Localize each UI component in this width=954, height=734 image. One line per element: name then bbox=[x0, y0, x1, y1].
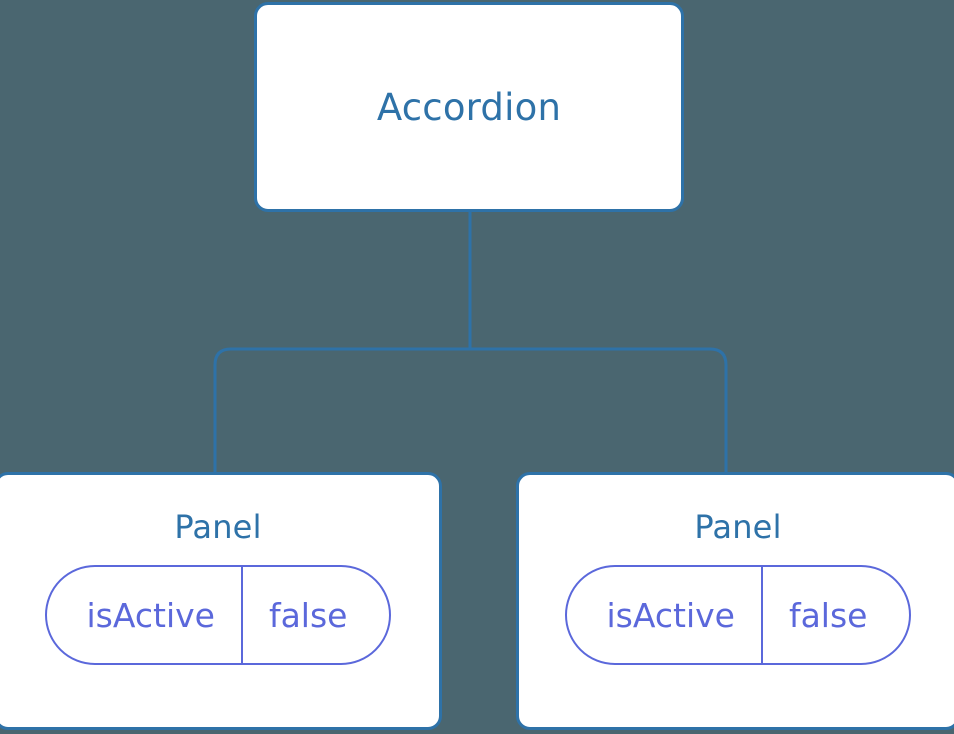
node-title: Accordion bbox=[376, 85, 562, 129]
state-badge-key: isActive bbox=[86, 595, 215, 635]
node-title: Panel bbox=[694, 508, 782, 546]
node-title: Panel bbox=[174, 508, 262, 546]
state-badge-key: isActive bbox=[606, 595, 735, 635]
state-badge[interactable]: isActive false bbox=[564, 565, 912, 665]
node-panel-1[interactable]: Panel isActive false bbox=[0, 472, 442, 730]
edge-to-right-panel bbox=[470, 347, 728, 478]
state-badge-value: false bbox=[268, 595, 348, 635]
state-badge[interactable]: isActive false bbox=[44, 565, 392, 665]
state-badge-divider bbox=[760, 567, 763, 663]
edge-to-left-panel bbox=[213, 347, 470, 478]
node-accordion[interactable]: Accordion bbox=[254, 2, 684, 212]
state-badge-value: false bbox=[788, 595, 868, 635]
node-panel-2[interactable]: Panel isActive false bbox=[516, 472, 954, 730]
state-badge-divider bbox=[240, 567, 243, 663]
